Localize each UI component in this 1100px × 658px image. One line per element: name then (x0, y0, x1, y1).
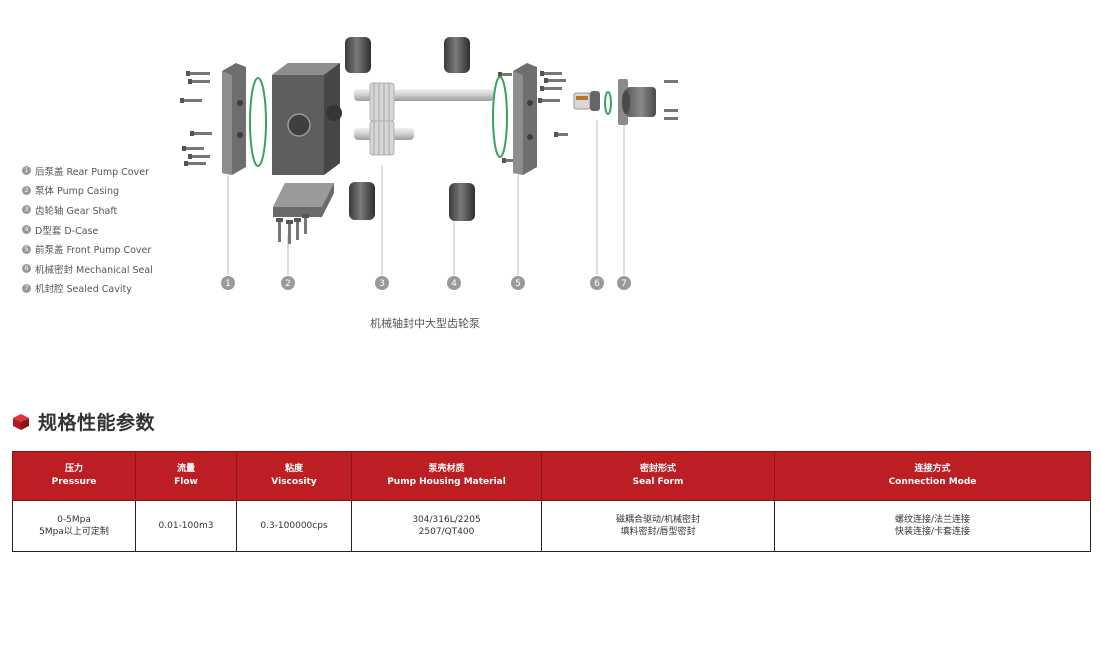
legend-number-badge: 3 (22, 205, 31, 215)
legend-number-badge: 1 (22, 166, 31, 176)
legend-number-badge: 2 (22, 185, 31, 195)
legend-label: D型套 D-Case (35, 225, 99, 237)
leader-lines (227, 120, 625, 275)
mechanical-seal (573, 91, 612, 115)
front-cover-bolts (498, 71, 568, 163)
callout-number: 4 (451, 279, 457, 289)
legend-number-badge: 5 (22, 244, 31, 254)
front-pump-cover (513, 63, 537, 175)
legend-number-badge: 6 (22, 264, 31, 274)
sealed-cavity (618, 79, 678, 125)
gear-shafts (354, 82, 494, 156)
legend-label: 泵体 Pump Casing (35, 186, 120, 198)
callout-number: 3 (379, 279, 385, 289)
cell-seal-form: 磁耦合驱动/机械密封填料密封/唇型密封 (541, 500, 775, 552)
spec-title: 规格性能参数 (38, 412, 156, 434)
cell-connection-mode: 螺纹连接/法兰连接快装连接/卡套连接 (774, 500, 1091, 552)
rear-pump-cover (222, 63, 246, 175)
legend-label: 齿轮轴 Gear Shaft (35, 205, 118, 217)
cell-flow: 0.01-100m3 (135, 500, 237, 552)
legend-number-badge: 7 (22, 283, 31, 293)
callout-badges (221, 276, 631, 290)
legend-item: 5 前泵盖 Front Pump Cover (22, 239, 153, 259)
pump-casing (272, 63, 342, 175)
legend-item: 4 D型套 D-Case (22, 220, 153, 240)
callout-number: 1 (225, 279, 231, 289)
callout-number: 7 (621, 279, 627, 289)
legend-item: 7 机封腔 Sealed Cavity (22, 279, 153, 299)
legend-label: 机械密封 Mechanical Seal (35, 264, 153, 276)
parts-legend: 1 后泵盖 Rear Pump Cover 2 泵体 Pump Casing 3 齿轮… (22, 161, 153, 298)
rear-cover-bolts (180, 71, 212, 166)
o-ring (492, 76, 508, 158)
exploded-pump-diagram: 1 2 3 4 5 6 7 (170, 25, 710, 300)
legend-label: 机封腔 Sealed Cavity (35, 284, 132, 296)
legend-item: 6 机械密封 Mechanical Seal (22, 259, 153, 279)
casing-base-plate (273, 183, 334, 244)
legend-item: 2 泵体 Pump Casing (22, 181, 153, 201)
d-case-sleeves (345, 37, 475, 221)
callout-number: 6 (594, 279, 600, 289)
legend-label: 后泵盖 Rear Pump Cover (35, 166, 149, 178)
diagram-caption: 机械轴封中大型齿轮泵 (370, 317, 480, 330)
spec-section-heading: 规格性能参数 (12, 408, 155, 435)
callout-number: 2 (285, 279, 291, 289)
cube-icon (13, 413, 29, 430)
callout-number: 5 (515, 279, 521, 289)
legend-item: 3 齿轮轴 Gear Shaft (22, 200, 153, 220)
cell-viscosity: 0.3-100000cps (236, 500, 352, 552)
o-ring (249, 77, 267, 167)
legend-number-badge: 4 (22, 225, 31, 235)
legend-label: 前泵盖 Front Pump Cover (35, 245, 152, 257)
legend-item: 1 后泵盖 Rear Pump Cover (22, 161, 153, 181)
